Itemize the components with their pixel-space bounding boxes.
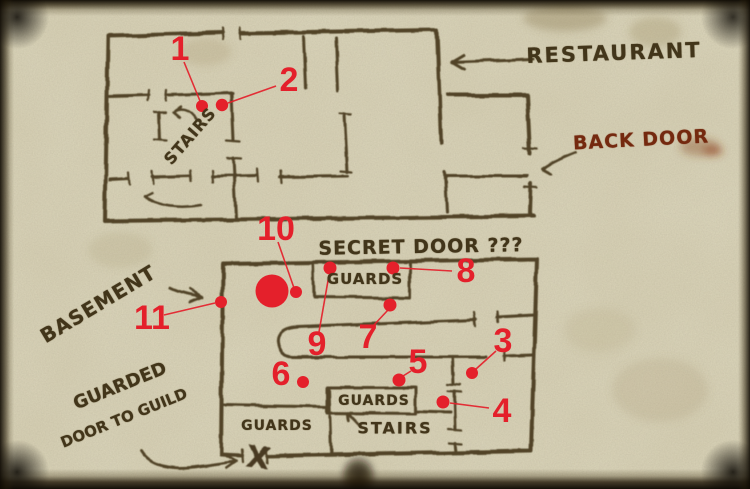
marker-line-7: [372, 309, 389, 327]
room-curve-arrow: [142, 191, 203, 209]
marker-line-1: [183, 61, 201, 102]
marker-number-9: 9: [308, 325, 327, 363]
marker-dot-4: [436, 395, 450, 409]
outer-walls: [103, 28, 539, 458]
label-guards-lower-left-room: GUARDS: [241, 418, 313, 434]
marker-number-6: 6: [272, 355, 291, 393]
marker-number-8: 8: [457, 252, 476, 290]
marker-number-7: 7: [359, 318, 378, 356]
marker-dot-1: [196, 100, 208, 112]
marker-number-11: 11: [134, 299, 170, 337]
marker-dot-10: [290, 286, 302, 298]
label-secret-door: SECRET DOOR ???: [318, 234, 524, 260]
stairs-lower-arrow: [346, 411, 363, 429]
label-guards-top-room: GUARDS: [326, 270, 404, 288]
marker-number-1: 1: [171, 30, 190, 68]
marker-number-4: 4: [493, 392, 512, 430]
stairs-up-arrow: [172, 105, 198, 122]
marker-dot-2: [215, 98, 229, 112]
marker-line-2: [227, 85, 277, 104]
guild-door-arrow: [139, 449, 239, 470]
marker-line-9: [318, 274, 330, 333]
restaurant-arrow: [450, 53, 534, 71]
marker-dot-6: [297, 376, 309, 388]
marker-number-5: 5: [409, 343, 428, 381]
marker-dot-9: [323, 261, 337, 275]
marker-line-10: [277, 241, 295, 289]
marker-number-10: 10: [257, 210, 295, 248]
door-frame-ticks: [126, 26, 539, 465]
marker-line-4: [449, 402, 490, 409]
marker-line-11: [163, 302, 216, 316]
marker-number-2: 2: [280, 61, 299, 99]
label-stairs-lower: STAIRS: [357, 418, 433, 438]
marker-line-8: [399, 267, 453, 272]
marker-dot-11: [215, 296, 227, 308]
marker-line-5: [402, 370, 412, 377]
ink-drawing: X: [103, 26, 578, 478]
marker-dot-5: [392, 373, 406, 387]
marker-number-3: 3: [494, 322, 513, 360]
marker-line-3: [475, 350, 497, 370]
x-mark: X: [244, 439, 273, 478]
marker-big-dot: [255, 274, 289, 308]
inner-walls: [108, 34, 537, 454]
marker-dot-7: [383, 298, 397, 312]
annotation-markers: 1 2 3 4 5 6 7 8 9 10 11: [134, 30, 512, 430]
marker-dot-3: [466, 367, 478, 379]
label-guards-middle-room: GUARDS: [338, 393, 410, 409]
back-door-arrow: [540, 150, 578, 176]
marker-dot-8: [386, 261, 400, 275]
basement-arrow: [168, 286, 204, 304]
